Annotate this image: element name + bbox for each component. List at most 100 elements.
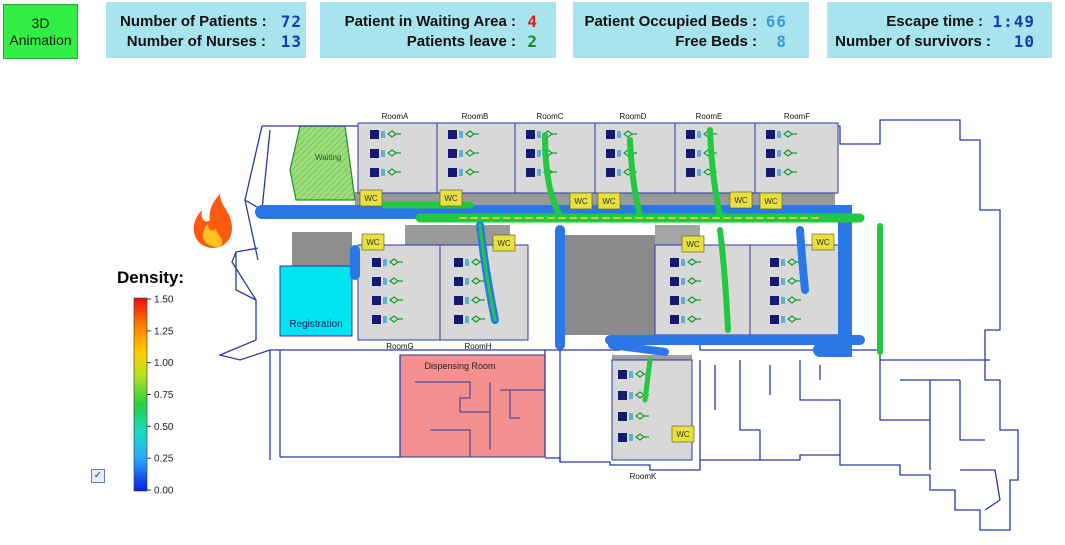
escape-value: 1:49 [992, 11, 1035, 31]
waiting-area-label: Waiting [315, 153, 341, 162]
room-c-label: RoomC [536, 112, 563, 121]
wc-label: WC [366, 238, 380, 247]
room-d-label: RoomD [619, 112, 646, 121]
bed-icon [670, 296, 701, 305]
room-a-label: RoomA [382, 112, 409, 121]
bed-icon [448, 168, 479, 177]
bed-icon [606, 130, 637, 139]
patients-nurses-panel: Number of Patients : 72 Number of Nurses… [106, 2, 306, 58]
wc-label: WC [686, 240, 700, 249]
room-e-label: RoomE [696, 112, 723, 121]
escape-panel: Escape time : 1:49 Number of survivors :… [827, 2, 1052, 58]
bed-icon [370, 168, 401, 177]
leave-value: 2 [527, 31, 538, 51]
waiting-row: Patient in Waiting Area : 4 [330, 11, 538, 31]
room-b-label: RoomB [462, 112, 489, 121]
patients-row: Number of Patients : 72 [120, 11, 302, 31]
room-k-label: RoomK [630, 472, 657, 481]
bed-icon [618, 433, 649, 442]
legend-tick-label: 0.50 [154, 422, 174, 433]
bed-icon [372, 258, 403, 267]
3d-animation-label-line2: Animation [9, 31, 72, 48]
escape-label: Escape time : [886, 12, 983, 30]
bed-icon [766, 149, 797, 158]
bed-icon [370, 130, 401, 139]
bed-icon [618, 412, 649, 421]
leave-row: Patients leave : 2 [330, 31, 538, 51]
3d-animation-label-line1: 3D [31, 14, 50, 31]
legend-tick-label: 0.00 [154, 486, 174, 497]
nurses-label: Number of Nurses : [126, 32, 266, 50]
beds-panel: Patient Occupied Beds : 66 Free Beds : 8 [573, 2, 809, 58]
bed-icon [454, 296, 485, 305]
wc-marker: WC [492, 234, 516, 252]
room-g-label: RoomG [386, 342, 414, 351]
free-value: 8 [776, 31, 787, 51]
wc-label: WC [497, 239, 511, 248]
bed-icon [766, 130, 797, 139]
survivors-label: Number of survivors : [835, 32, 991, 50]
legend-tick-label: 0.75 [154, 390, 174, 401]
wc-marker: WC [811, 233, 835, 251]
bed-icon [448, 130, 479, 139]
wc-label: WC [676, 430, 690, 439]
wc-label: WC [444, 194, 458, 203]
registration-area [279, 265, 353, 337]
bed-icon [670, 277, 701, 286]
survivors-row: Number of survivors : 10 [831, 31, 1035, 51]
bed-icon [766, 168, 797, 177]
legend-tick-label: 1.50 [154, 295, 174, 306]
patients-value: 72 [280, 11, 302, 31]
wc-marker: WC [361, 233, 385, 251]
bed-icon [670, 315, 701, 324]
waiting-label: Patient in Waiting Area : [344, 12, 516, 30]
wc-marker: WC [729, 191, 753, 209]
density-colorbar [133, 297, 148, 492]
occupied-label: Patient Occupied Beds : [584, 12, 757, 30]
patients-label: Number of Patients : [120, 12, 267, 30]
3d-animation-button[interactable]: 3D Animation [3, 4, 78, 59]
bed-icon [670, 258, 701, 267]
waiting-area [289, 125, 356, 201]
legend-tick-label: 1.25 [154, 326, 174, 337]
bed-icon [372, 296, 403, 305]
bed-icon [370, 149, 401, 158]
bed-icon [770, 315, 801, 324]
registration-label: Registration [289, 319, 342, 330]
wc-label: WC [602, 197, 616, 206]
dispensing-room-label: Dispensing Room [424, 361, 495, 371]
wc-label: WC [574, 197, 588, 206]
wc-label: WC [734, 196, 748, 205]
fire-icon [193, 194, 232, 248]
wc-markers: WC WC WC WC WC WC WC WC WC WC WC [359, 189, 835, 443]
occupied-row: Patient Occupied Beds : 66 [579, 11, 787, 31]
density-checkbox[interactable]: ✓ [91, 469, 105, 483]
wc-label: WC [816, 238, 830, 247]
occupied-value: 66 [765, 11, 787, 31]
wc-marker: WC [597, 192, 621, 210]
waiting-area-panel: Patient in Waiting Area : 4 Patients lea… [320, 2, 556, 58]
legend-tick-label: 1.00 [154, 358, 174, 369]
wc-marker: WC [569, 192, 593, 210]
wc-label: WC [764, 197, 778, 206]
bed-icon [372, 277, 403, 286]
bed-icon [448, 149, 479, 158]
survivors-value: 10 [1013, 31, 1035, 51]
leave-label: Patients leave : [406, 32, 516, 50]
dispensing-room [399, 354, 546, 458]
nurses-value: 13 [280, 31, 302, 51]
room-h-label: RoomH [464, 342, 491, 351]
waiting-value: 4 [527, 11, 538, 31]
wc-label: WC [364, 194, 378, 203]
bed-icon [454, 315, 485, 324]
bed-icon [770, 296, 801, 305]
wc-marker: WC [439, 189, 463, 207]
escape-row: Escape time : 1:49 [831, 11, 1035, 31]
bed-icon [372, 315, 403, 324]
free-label: Free Beds : [675, 32, 757, 50]
density-legend-title: Density: [117, 268, 185, 287]
wc-marker: WC [671, 425, 695, 443]
nurses-row: Number of Nurses : 13 [120, 31, 302, 51]
free-row: Free Beds : 8 [579, 31, 787, 51]
